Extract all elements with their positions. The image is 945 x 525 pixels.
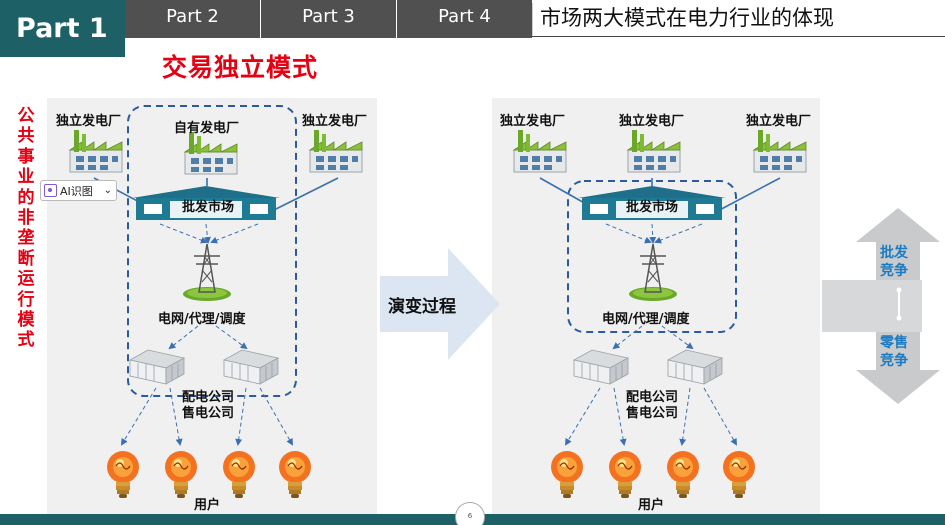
factory-icon: [512, 128, 568, 174]
right-distribution-company-label: 配电公司: [626, 390, 679, 405]
factory-icon: [308, 128, 364, 174]
header-underline: [532, 36, 945, 37]
transmission-tower-icon: [628, 242, 678, 302]
factory-icon: [752, 128, 808, 174]
evolution-arrow-icon: [380, 248, 500, 360]
ai-recognize-button[interactable]: AI识图 ⌄: [40, 180, 117, 201]
chevron-down-icon: ⌄: [103, 185, 112, 196]
light-bulb-icon: [220, 450, 258, 500]
left-wholesale-market-label: 批发市场: [182, 200, 235, 215]
transmission-tower-icon: [182, 242, 232, 302]
factory-icon: [183, 130, 239, 176]
right-independent-plant-label-1: 独立发电厂: [500, 114, 566, 129]
mode-title: 交易独立模式: [162, 53, 319, 82]
factory-icon: [68, 128, 124, 174]
distribution-building-icon: [572, 346, 630, 386]
tab-part-3[interactable]: Part 3: [261, 0, 397, 38]
distribution-building-icon: [128, 346, 186, 386]
left-grid-label: 电网/代理/调度: [158, 312, 246, 327]
side-vertical-label: 公共事业的非垄断运行模式: [17, 106, 35, 351]
light-bulb-icon: [104, 450, 142, 500]
right-users-label: 用户: [638, 498, 665, 513]
light-bulb-icon: [606, 450, 644, 500]
retail-compete-line-2: 竞争: [880, 353, 908, 369]
retail-compete-label: 零售 竞争: [880, 334, 908, 370]
left-integrated-boundary: [127, 105, 297, 397]
right-independent-plant-label-3: 独立发电厂: [746, 114, 812, 129]
page-number: 6: [455, 502, 485, 525]
part-tabs: Part 2 Part 3 Part 4: [125, 0, 532, 38]
ai-recognize-label: AI识图: [60, 184, 93, 198]
distribution-building-icon: [222, 346, 280, 386]
left-users-label: 用户: [194, 498, 221, 513]
left-retail-company-label: 售电公司: [182, 406, 235, 421]
part-1-active-tab[interactable]: Part 1: [0, 0, 125, 57]
left-independent-plant-label-2: 独立发电厂: [302, 114, 368, 129]
light-bulb-icon: [664, 450, 702, 500]
right-wholesale-market-label: 批发市场: [626, 200, 679, 215]
ai-scan-icon: [44, 184, 57, 197]
light-bulb-icon: [720, 450, 758, 500]
left-distribution-company-label: 配电公司: [182, 390, 235, 405]
evolution-label: 演变过程: [388, 297, 456, 317]
right-retail-company-label: 售电公司: [626, 406, 679, 421]
right-independent-plant-label-2: 独立发电厂: [619, 114, 685, 129]
compete-double-arrow: [822, 208, 940, 404]
wholesale-compete-label: 批发 竞争: [880, 244, 908, 280]
left-independent-plant-label: 独立发电厂: [56, 114, 122, 129]
retail-compete-line-1: 零售: [880, 335, 908, 351]
tab-part-2[interactable]: Part 2: [125, 0, 261, 38]
right-market-boundary: [567, 180, 737, 333]
slide-header-title: 市场两大模式在电力行业的体现: [540, 6, 834, 30]
light-bulb-icon: [276, 450, 314, 500]
light-bulb-icon: [548, 450, 586, 500]
wholesale-compete-line-1: 批发: [880, 245, 908, 261]
factory-icon: [626, 128, 682, 174]
left-own-plant-label: 自有发电厂: [174, 121, 240, 136]
header-divider: [532, 3, 533, 36]
wholesale-compete-line-2: 竞争: [880, 263, 908, 279]
tab-part-4[interactable]: Part 4: [438, 6, 491, 27]
right-grid-label: 电网/代理/调度: [602, 312, 690, 327]
light-bulb-icon: [162, 450, 200, 500]
distribution-building-icon: [666, 346, 724, 386]
